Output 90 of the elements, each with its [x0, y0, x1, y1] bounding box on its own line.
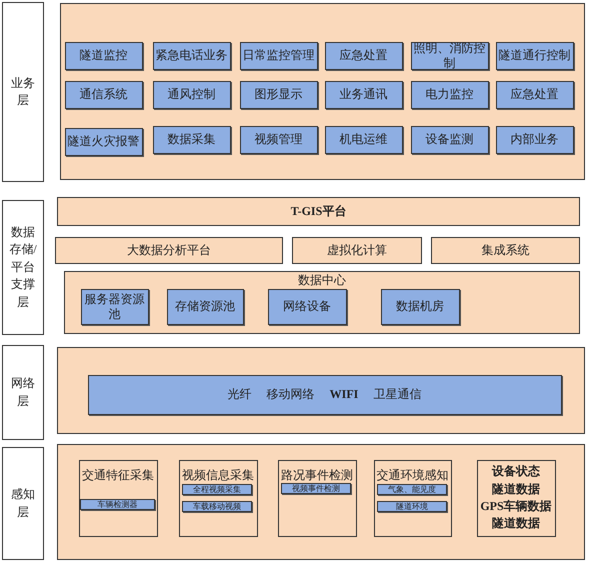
- layer-box: [2, 200, 44, 335]
- function-name: 机电运维: [340, 132, 388, 147]
- platform-name: T-GIS平台: [290, 204, 346, 219]
- layer-name: 业务层: [10, 74, 36, 109]
- platform-name: 集成系统: [482, 243, 530, 258]
- function-name: 网络设备: [283, 299, 331, 314]
- data-box: [476, 460, 556, 536]
- function-box: [324, 80, 402, 108]
- item-name: 隧道环境: [396, 502, 428, 512]
- function-box: [380, 288, 460, 324]
- layer-box: [2, 345, 44, 440]
- function-name: 业务通讯: [340, 87, 388, 102]
- function-name: 隧道监控: [80, 48, 128, 63]
- function-name: 应急处置: [340, 48, 388, 63]
- function-name: 数据机房: [396, 299, 444, 314]
- function-name: 隧道火灾报警: [68, 134, 140, 149]
- layer-box: [2, 447, 44, 560]
- function-box: [324, 126, 402, 154]
- layer-name: 感知层: [10, 486, 36, 520]
- function-box: [324, 42, 402, 70]
- function-box: [240, 126, 318, 154]
- box-heading: 交通环境感知: [376, 468, 450, 482]
- function-name: 电力监控: [426, 87, 474, 102]
- item-box: [80, 499, 155, 510]
- data-item: 隧道数据: [492, 515, 540, 532]
- function-box: [410, 126, 488, 154]
- data-item: GPS车辆数据: [480, 498, 552, 515]
- function-box: [496, 126, 574, 154]
- function-name: 图形显示: [254, 87, 302, 102]
- platform-box: [431, 237, 580, 264]
- item-name: 全程视频采集: [193, 484, 241, 494]
- item-name: 视频事件检测: [292, 484, 340, 494]
- function-name: 通信系统: [80, 87, 128, 102]
- panel-heading: 数据中心: [297, 273, 347, 288]
- function-name: 数据采集: [168, 132, 216, 147]
- function-box: [166, 288, 244, 324]
- data-item: 隧道数据: [492, 480, 540, 498]
- sensing-box: [278, 460, 356, 536]
- function-box: [496, 42, 574, 70]
- function-box: [240, 42, 318, 70]
- function-box: [64, 80, 142, 108]
- function-box: [268, 288, 346, 324]
- layer-panel: [57, 347, 585, 434]
- layer-name: 数据存储/平台支撑层: [9, 224, 37, 311]
- item-box: [182, 484, 252, 495]
- network-types: 光纤 移动网络 WIFI 卫星通信: [228, 387, 422, 402]
- data-item: 设备状态: [492, 463, 540, 480]
- layer-name: 网络层: [10, 375, 36, 410]
- function-name: 通风控制: [168, 87, 216, 102]
- function-box: [496, 80, 574, 108]
- function-box: [152, 126, 230, 154]
- sensing-box: [374, 460, 452, 536]
- network-bar: [88, 374, 562, 414]
- box-heading: 路况事件检测: [280, 468, 354, 482]
- function-name: 服务器资源池: [84, 292, 146, 321]
- item-box: [281, 483, 351, 494]
- function-box: [240, 80, 318, 108]
- function-name: 内部业务: [510, 132, 558, 147]
- platform-name: 大数据分析平台: [127, 243, 211, 258]
- item-box: [377, 501, 447, 512]
- platform-name: 虚拟化计算: [327, 243, 387, 258]
- platform-box: [55, 237, 283, 264]
- function-name: 视频管理: [254, 132, 302, 147]
- function-name: 应急处置: [510, 87, 558, 102]
- layer-panel: [60, 3, 585, 180]
- data-center-panel: [64, 271, 580, 334]
- item-box: [182, 501, 252, 512]
- function-name: 日常监控管理: [242, 48, 314, 63]
- function-name: 隧道通行控制: [498, 48, 570, 63]
- sensing-box: [78, 460, 158, 536]
- function-name: 照明、消防控制: [412, 41, 486, 70]
- function-box: [64, 42, 142, 70]
- function-name: 设备监测: [426, 132, 474, 147]
- function-box: [410, 80, 488, 108]
- platform-box: [57, 197, 580, 226]
- function-box: [152, 42, 230, 70]
- function-box: [152, 80, 230, 108]
- platform-box: [292, 237, 422, 264]
- layer-box: [2, 2, 44, 182]
- item-name: 车辆检测器: [98, 500, 138, 510]
- item-box: [377, 484, 447, 495]
- function-name: 紧急电话业务: [156, 48, 228, 63]
- box-heading: 交通特征采集: [81, 468, 155, 482]
- item-name: 车载移动视频: [193, 502, 241, 512]
- function-box: [64, 128, 142, 156]
- item-name: 气象、能见度: [388, 484, 436, 494]
- box-heading: 视频信息采集: [181, 468, 255, 482]
- function-name: 存储资源池: [175, 299, 235, 314]
- sensing-box: [178, 460, 258, 536]
- layer-panel: [57, 444, 585, 560]
